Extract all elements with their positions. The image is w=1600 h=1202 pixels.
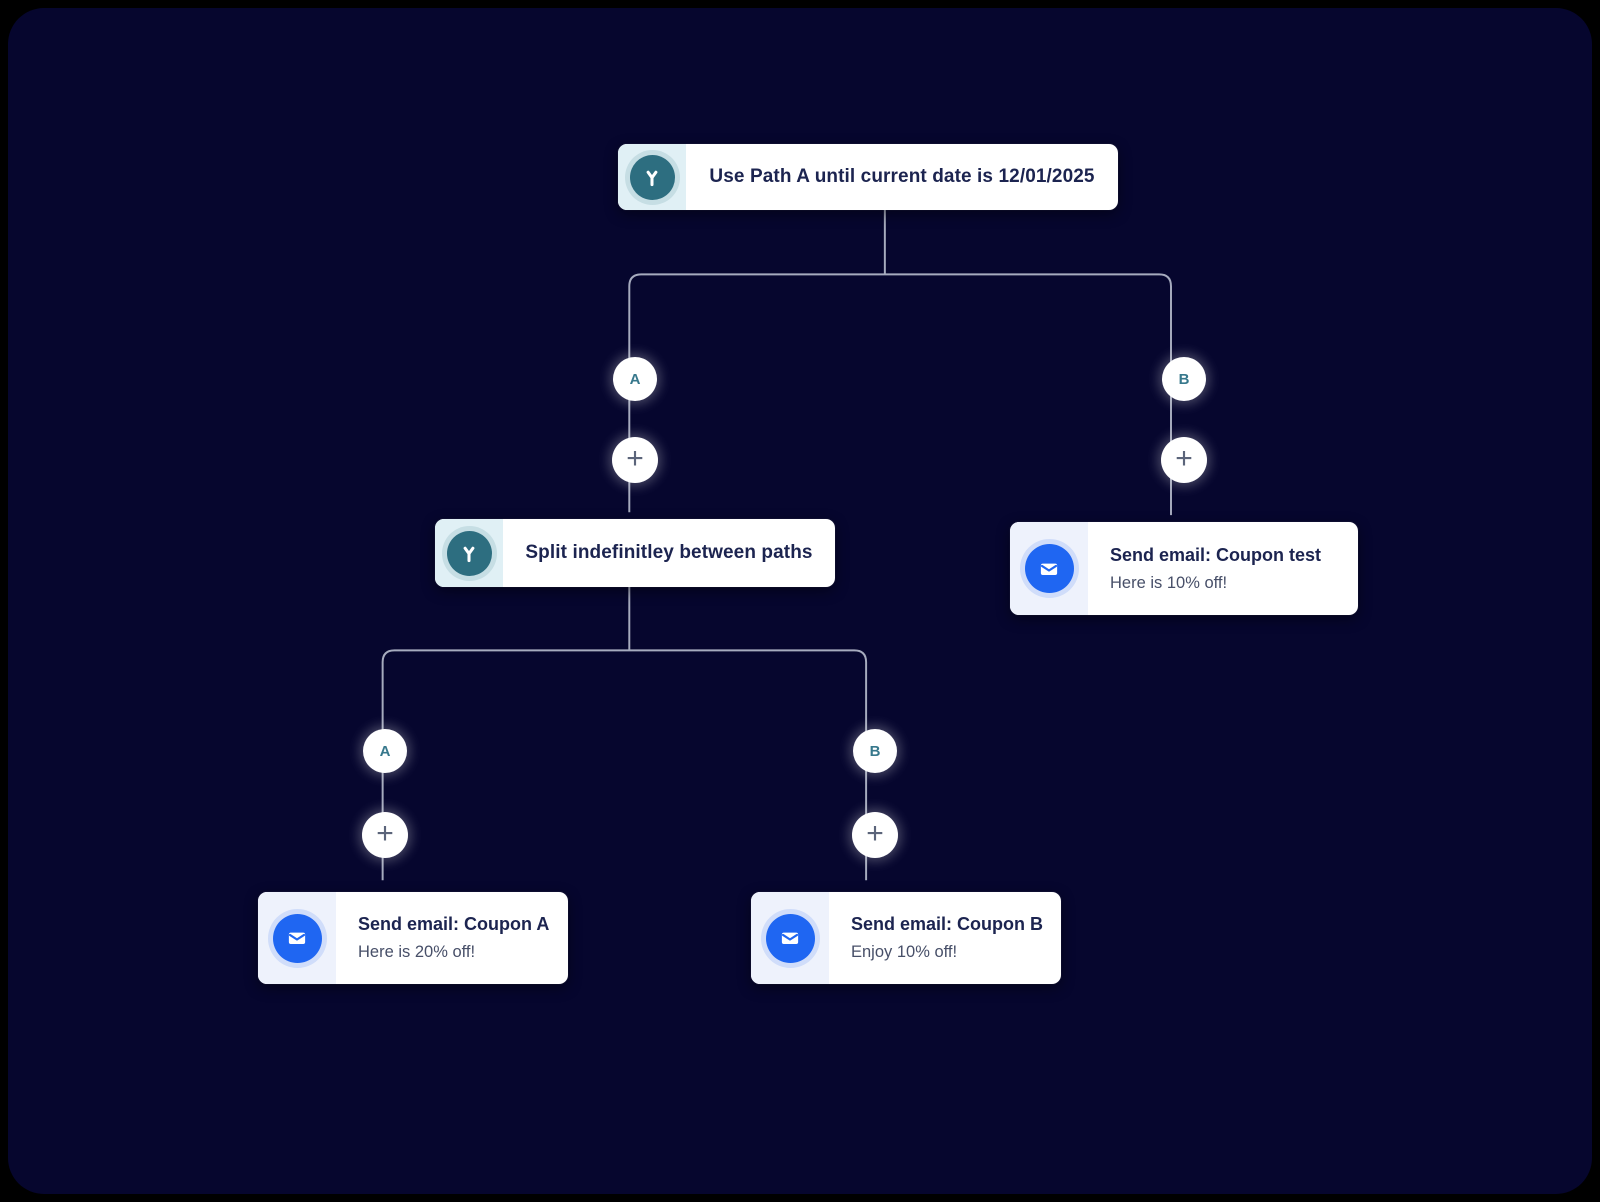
connector-branch-level2 [381, 649, 868, 881]
node-title: Use Path A until current date is 12/01/2… [709, 166, 1095, 187]
email-icon-area [1010, 522, 1088, 615]
split-icon-area [618, 144, 686, 210]
email-node-title: Send email: Coupon A [358, 914, 550, 934]
email-icon-area [751, 892, 829, 984]
email-node-text: Send email: Coupon A Here is 20% off! [336, 892, 568, 984]
email-envelope-icon [1024, 544, 1074, 593]
add-step-button-split-path-a[interactable]: + [362, 812, 408, 858]
branch-b-badge: B [1162, 357, 1206, 401]
email-envelope-icon [765, 913, 815, 963]
node-email-coupon-b[interactable]: Send email: Coupon B Enjoy 10% off! [751, 892, 1061, 984]
node-email-coupon-a[interactable]: Send email: Coupon A Here is 20% off! [258, 892, 568, 984]
branch-a-badge: A [613, 357, 657, 401]
branch-a-badge: A [363, 729, 407, 773]
add-step-button-path-b[interactable]: + [1161, 437, 1207, 483]
email-node-subtitle: Here is 20% off! [358, 943, 476, 961]
email-icon-area [258, 892, 336, 984]
email-node-subtitle: Here is 10% off! [1110, 573, 1228, 592]
node-email-coupon-test[interactable]: Send email: Coupon test Here is 10% off! [1010, 522, 1358, 615]
split-branch-icon [446, 530, 492, 576]
add-step-button-path-a[interactable]: + [612, 437, 658, 483]
email-node-text: Send email: Coupon test Here is 10% off! [1088, 522, 1358, 615]
branch-b-badge: B [853, 729, 897, 773]
split-branch-icon [629, 154, 675, 200]
email-node-text: Send email: Coupon B Enjoy 10% off! [829, 892, 1061, 984]
split-icon-area [435, 519, 503, 587]
node-root-condition[interactable]: Use Path A until current date is 12/01/2… [618, 144, 1118, 210]
email-envelope-icon [272, 913, 322, 963]
connector-branch-level1 [628, 273, 1172, 516]
email-node-title: Send email: Coupon test [1110, 544, 1322, 565]
email-node-title: Send email: Coupon B [851, 914, 1044, 934]
email-node-subtitle: Enjoy 10% off! [851, 943, 958, 961]
workflow-canvas[interactable]: Use Path A until current date is 12/01/2… [8, 8, 1592, 1194]
node-split[interactable]: Split indefinitley between paths [435, 519, 835, 587]
node-title: Split indefinitley between paths [525, 542, 813, 563]
add-step-button-split-path-b[interactable]: + [852, 812, 898, 858]
